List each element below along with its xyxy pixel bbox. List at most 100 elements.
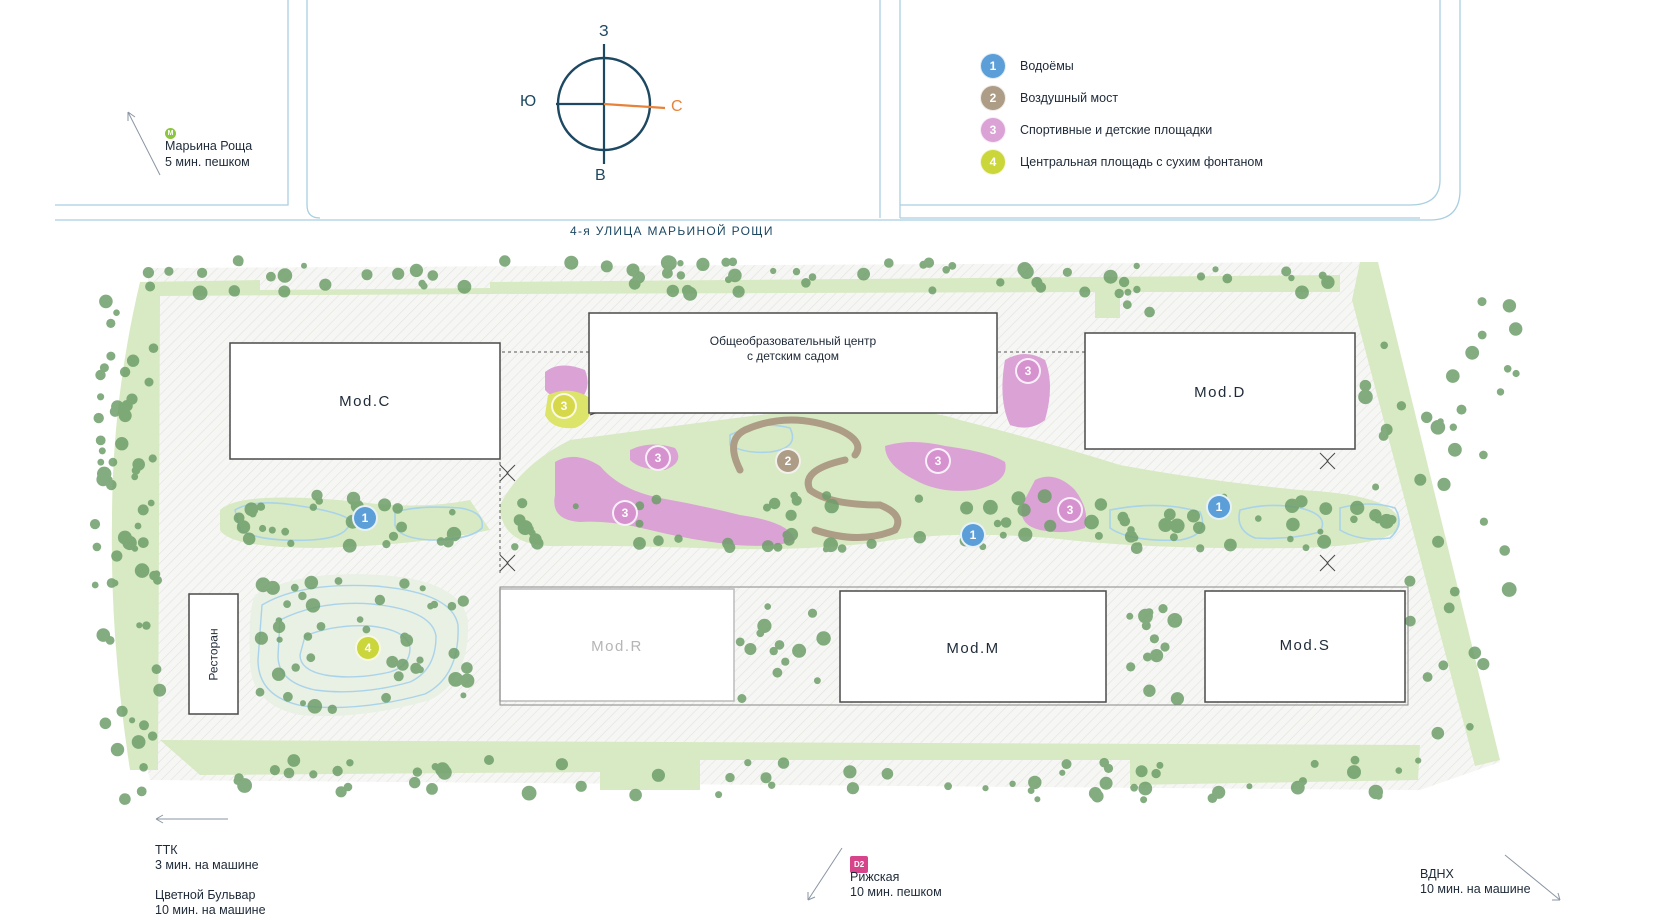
tree	[725, 772, 735, 783]
building-restaurant	[188, 593, 239, 715]
tree	[95, 369, 106, 381]
tree	[1000, 517, 1012, 528]
direction-name: Рижская	[850, 870, 900, 884]
legend-item-plaza: 4 Центральная площадь с сухим фонтаном	[980, 147, 1263, 177]
tree	[1009, 780, 1016, 787]
direction-name: ТТК	[155, 843, 178, 857]
tree	[110, 742, 125, 757]
tree	[881, 768, 894, 780]
tree	[399, 578, 410, 589]
tree	[814, 677, 821, 685]
legend-item-water: 1 Водоёмы	[980, 51, 1074, 81]
tree	[513, 514, 526, 526]
tree	[136, 622, 143, 629]
tree	[1421, 411, 1433, 423]
tree	[343, 782, 353, 792]
tree	[781, 657, 790, 666]
tree	[1466, 723, 1474, 731]
tree	[109, 406, 121, 417]
tree	[666, 284, 679, 298]
tree	[1034, 796, 1041, 803]
tree	[1122, 300, 1132, 310]
tree	[769, 646, 778, 656]
tree	[1135, 765, 1148, 778]
compass-east-label: С	[671, 98, 683, 115]
building-mod-c	[229, 342, 501, 460]
tree	[744, 643, 757, 655]
street-label: 4-я УЛИЦА МАРЬИНОЙ РОЩИ	[570, 224, 774, 238]
legend-label: Центральная площадь с сухим фонтаном	[1020, 155, 1263, 169]
tree	[153, 575, 162, 585]
tree	[1499, 545, 1510, 556]
tree	[1449, 586, 1460, 597]
tree	[1079, 286, 1091, 298]
tree	[106, 578, 117, 588]
tree	[148, 454, 157, 463]
legend-badge: 1	[980, 53, 1006, 79]
tree	[764, 603, 771, 610]
tree	[1317, 528, 1324, 535]
tree	[129, 717, 136, 724]
tree	[1035, 282, 1047, 293]
mod-c-label: Mod.C	[339, 393, 391, 410]
tree	[197, 267, 208, 278]
tree	[315, 497, 324, 505]
tree	[1094, 498, 1108, 511]
tree	[362, 625, 371, 634]
tree	[768, 781, 776, 789]
tree	[1449, 423, 1458, 431]
tree	[1437, 477, 1451, 491]
tree	[327, 704, 337, 714]
tree	[457, 279, 472, 294]
tree	[816, 631, 831, 646]
tree	[1130, 783, 1138, 792]
tree	[126, 393, 138, 405]
tree	[131, 473, 139, 481]
tree	[1302, 544, 1310, 552]
tree	[1359, 379, 1372, 392]
tree	[791, 495, 802, 506]
tree	[1018, 527, 1033, 542]
tree	[1374, 517, 1381, 524]
tree	[334, 577, 343, 585]
mod-r-label: Mod.R	[591, 638, 643, 655]
tree	[268, 526, 276, 534]
tree	[1099, 776, 1113, 790]
legend-label: Водоёмы	[1020, 59, 1074, 73]
tree	[555, 758, 569, 771]
tree	[342, 538, 357, 553]
tree	[361, 269, 373, 281]
tree	[1496, 388, 1505, 396]
tree	[735, 637, 745, 647]
tree	[278, 285, 291, 298]
tree	[732, 285, 745, 298]
tree	[1350, 515, 1358, 524]
tree	[1443, 602, 1455, 614]
pin-plaza: 4	[355, 635, 381, 661]
passages	[499, 452, 1336, 572]
tree	[148, 343, 159, 354]
direction-time: 5 мин. пешком	[165, 155, 250, 169]
tree	[283, 600, 291, 608]
tree	[332, 765, 343, 777]
tree	[1404, 575, 1416, 587]
compass-west-label: Ю	[520, 93, 537, 110]
tree	[837, 544, 847, 553]
tree	[770, 267, 777, 275]
tree	[134, 563, 150, 578]
tree	[866, 538, 877, 550]
tree	[928, 286, 937, 295]
mod-s-label: Mod.S	[1279, 637, 1331, 654]
building-mod-m	[839, 590, 1107, 703]
tree	[431, 763, 439, 771]
tree	[269, 765, 280, 776]
buildings	[188, 312, 1409, 715]
tree	[662, 267, 673, 279]
tree	[983, 499, 998, 515]
tree	[309, 770, 318, 779]
tree	[1212, 266, 1219, 273]
tree	[1465, 345, 1480, 360]
tree	[1151, 768, 1161, 779]
tree	[99, 717, 112, 730]
tree	[106, 351, 116, 361]
